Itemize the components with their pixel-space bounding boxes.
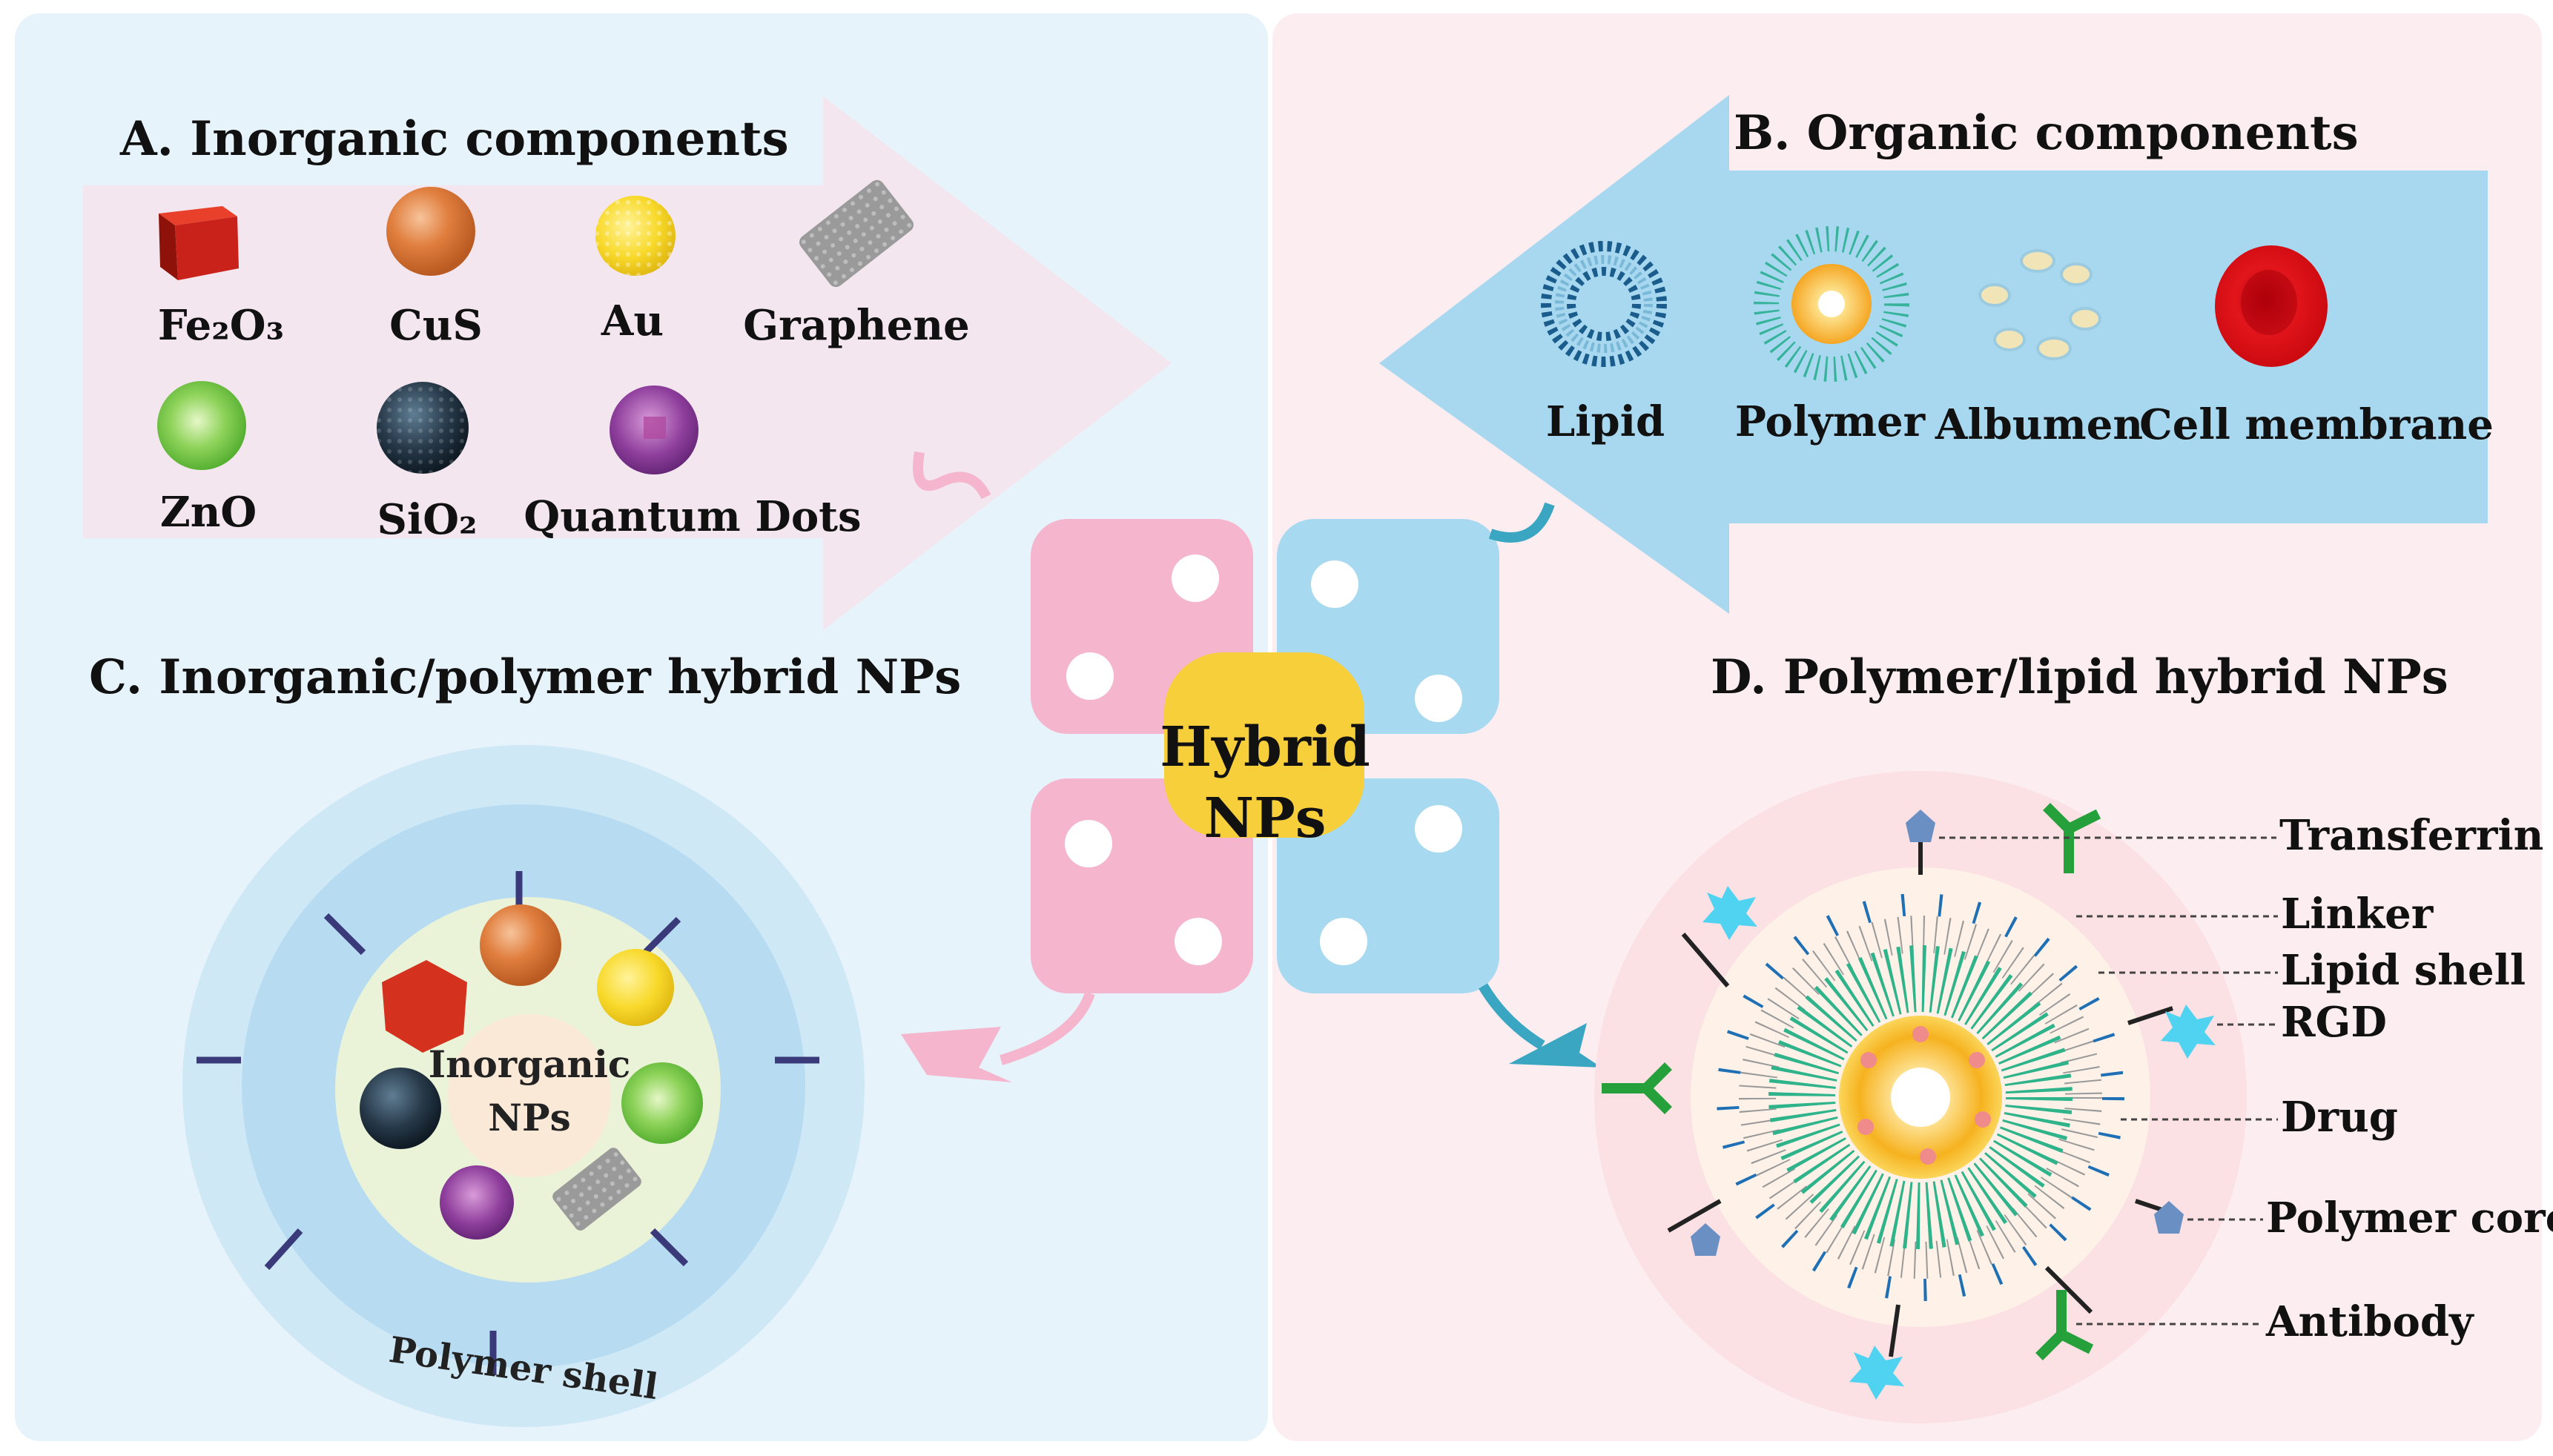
liposome-icon: [1541, 241, 1667, 367]
label-quantum-dots: Quantum Dots: [524, 492, 862, 541]
transferrin-icon-2: [2154, 1201, 2184, 1234]
gold-particle-icon: [597, 949, 674, 1026]
panel-c-title: C. Inorganic/polymer hybrid NPs: [89, 649, 962, 705]
antibody-icon-3: [2035, 1290, 2094, 1360]
label-cus: CuS: [389, 301, 483, 350]
label-au: Au: [601, 297, 664, 345]
antibody-icon-1: [2043, 803, 2101, 873]
rgd-icon-2: [2161, 1005, 2216, 1059]
rgd-icon-1: [1702, 886, 1757, 940]
annotation-drug: Drug: [2281, 1093, 2398, 1142]
hybrid-puzzle-icon: [901, 451, 1602, 1082]
label-polymer: Polymer: [1734, 397, 1926, 446]
inorganic-core-label: Inorganic NPs: [428, 1042, 631, 1139]
polymer-lipid-nanoparticle: [1594, 771, 2247, 1423]
panel-a-title: A. Inorganic components: [120, 111, 789, 167]
quantum-dot-particle-icon: [440, 1165, 514, 1240]
rgd-icon-3: [1849, 1346, 1904, 1400]
annotation-polymer-core: Polymer core: [2266, 1194, 2553, 1242]
antibody-icon-2: [1602, 1062, 1672, 1114]
copper-sulfide-particle-icon: [480, 904, 561, 986]
annotation-lipid-shell: Lipid shell: [2281, 946, 2526, 995]
iron-oxide-particle-icon: [382, 960, 467, 1053]
red-blood-cell-icon: [2215, 245, 2328, 367]
polymer-micelle-icon: [1754, 226, 1909, 382]
hybrid-nps-label: Hybrid NPs: [1160, 715, 1370, 850]
arrow-b: [1379, 95, 2488, 614]
graphene-particle-icon: [552, 1148, 641, 1231]
annotation-leaders: [1939, 836, 2278, 1326]
annotation-transferrin: Transferrin: [2279, 811, 2544, 860]
copper-sulfide-sphere-icon: [386, 187, 475, 276]
label-albumen: Albumen: [1935, 400, 2144, 449]
iron-oxide-cube-icon: [159, 206, 239, 280]
transferrin-icon-3: [1691, 1223, 1720, 1256]
transferrin-icon: [1906, 810, 1935, 842]
label-lipid: Lipid: [1545, 397, 1665, 446]
label-zno: ZnO: [159, 488, 257, 537]
label-fe2o3: Fe₂O₃: [157, 301, 285, 350]
zinc-oxide-sphere-icon: [157, 381, 246, 470]
arrow-a: [83, 96, 1172, 630]
annotation-linker: Linker: [2281, 890, 2434, 939]
zinc-oxide-particle-icon: [621, 1062, 703, 1144]
label-sio2: SiO₂: [377, 495, 478, 544]
label-graphene: Graphene: [743, 301, 970, 350]
annotation-rgd: RGD: [2281, 998, 2387, 1047]
panel-b-title: B. Organic components: [1734, 105, 2359, 161]
graphene-sheet-icon: [799, 179, 914, 288]
inorganic-polymer-nanoparticle: [182, 745, 865, 1427]
albumin-icon: [1978, 249, 2101, 360]
label-cell-membrane: Cell membrane: [2139, 400, 2494, 449]
annotation-antibody: Antibody: [2266, 1297, 2474, 1346]
silica-particle-icon: [360, 1068, 441, 1149]
panel-d-title: D. Polymer/lipid hybrid NPs: [1711, 649, 2448, 705]
